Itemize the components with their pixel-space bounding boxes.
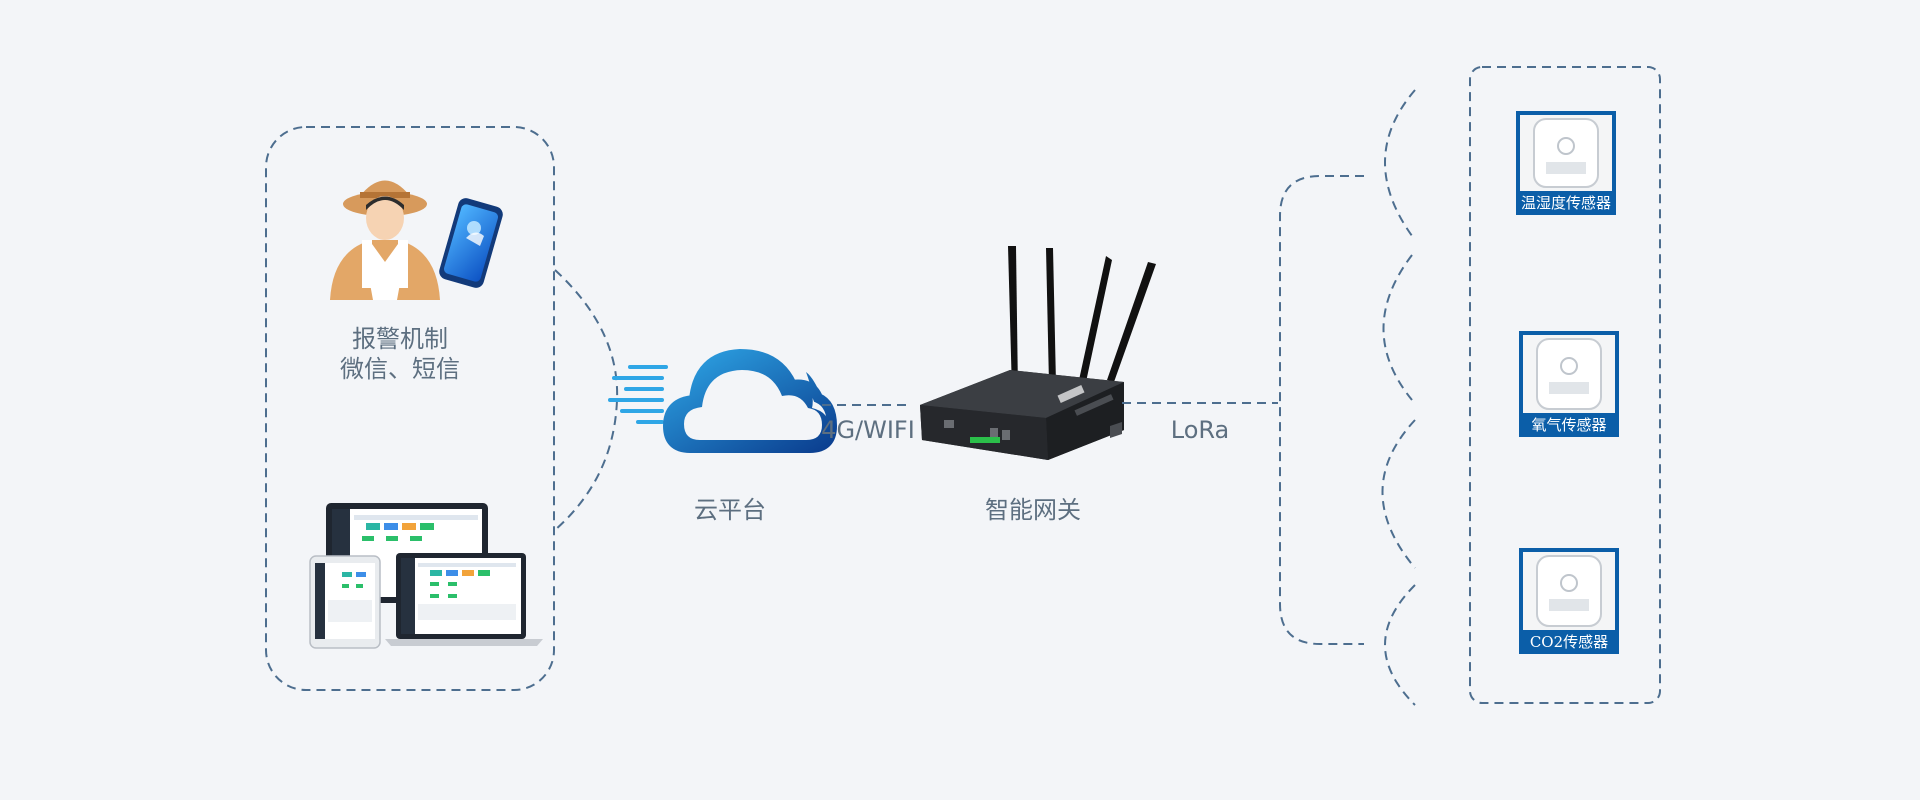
alarm-label-line1: 报警机制 bbox=[352, 325, 448, 353]
gateway-sensors-link-label: LoRa bbox=[1170, 416, 1230, 444]
cloud-label: 云平台 bbox=[694, 496, 766, 524]
alarm-panel-frame bbox=[265, 126, 555, 691]
sensor-group-bracket bbox=[1279, 175, 1364, 645]
alarm-label: 报警机制 微信、短信 bbox=[300, 324, 500, 384]
alarm-label-line2: 微信、短信 bbox=[340, 355, 460, 383]
alarm-to-cloud-connector bbox=[554, 269, 619, 531]
smartphone-icon bbox=[439, 198, 503, 288]
sensor-label-temperature-humidity: 温湿度传感器 bbox=[1520, 191, 1612, 215]
sensor-label-co2: CO2传感器 bbox=[1523, 630, 1615, 654]
cloud-gateway-link-label: 4G/WIFI bbox=[821, 416, 915, 444]
laptop-icon bbox=[385, 553, 543, 646]
gateway-label: 智能网关 bbox=[985, 496, 1081, 524]
sensor-label-oxygen: 氧气传感器 bbox=[1523, 413, 1615, 437]
sensor-scallop-arcs bbox=[1381, 89, 1416, 706]
sensor-panel-frame bbox=[1469, 66, 1661, 704]
oxygen-sensor-icon bbox=[1519, 331, 1619, 437]
gateway-icon bbox=[920, 246, 1156, 460]
farmer-icon bbox=[330, 180, 440, 300]
tablet-icon bbox=[309, 555, 381, 649]
cloud-icon bbox=[608, 348, 838, 453]
